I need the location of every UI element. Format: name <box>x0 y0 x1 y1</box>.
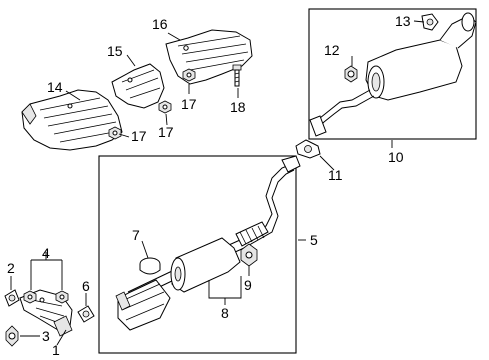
heat-shield-center <box>111 63 165 109</box>
nut-17-b <box>158 100 172 114</box>
muffler-hanger-13 <box>421 13 439 31</box>
callout-2: 2 <box>7 260 15 276</box>
callout-9: 9 <box>244 277 252 293</box>
center-pipe <box>115 155 301 331</box>
callout-5: 5 <box>310 232 318 248</box>
gasket-6 <box>77 305 95 323</box>
callout-17-b: 17 <box>181 96 197 112</box>
callout-3: 3 <box>42 328 50 344</box>
callout-1: 1 <box>52 342 60 358</box>
bolt-18 <box>232 64 242 87</box>
callout-13: 13 <box>395 13 411 29</box>
callout-4: 4 <box>42 245 50 261</box>
callout-8: 8 <box>221 305 229 321</box>
gasket-3 <box>5 325 19 347</box>
callout-16: 16 <box>152 16 168 32</box>
callout-17-c: 17 <box>158 124 174 140</box>
callout-15: 15 <box>107 43 123 59</box>
gasket-2 <box>4 289 20 307</box>
center-pipe-box <box>98 155 297 354</box>
muffler-assembly-box <box>308 8 477 140</box>
nut-4-b <box>55 290 69 304</box>
callout-11: 11 <box>328 167 343 183</box>
callout-14: 14 <box>47 79 63 95</box>
gasket-11 <box>295 139 321 159</box>
heat-shield-front <box>21 89 123 151</box>
clamp-7 <box>139 257 161 275</box>
callout-12: 12 <box>324 42 340 58</box>
callout-18: 18 <box>230 99 246 115</box>
hanger-9 <box>240 243 258 267</box>
rear-muffler <box>309 12 477 137</box>
callout-7: 7 <box>132 227 140 243</box>
muffler-hanger-12 <box>344 65 358 83</box>
nut-17-a <box>108 126 122 140</box>
leader-lines <box>10 20 425 346</box>
nut-4-a <box>23 290 37 304</box>
callout-6: 6 <box>82 278 90 294</box>
callout-10: 10 <box>388 149 404 165</box>
callout-17-a: 17 <box>131 128 147 144</box>
nut-17-c <box>182 68 196 82</box>
